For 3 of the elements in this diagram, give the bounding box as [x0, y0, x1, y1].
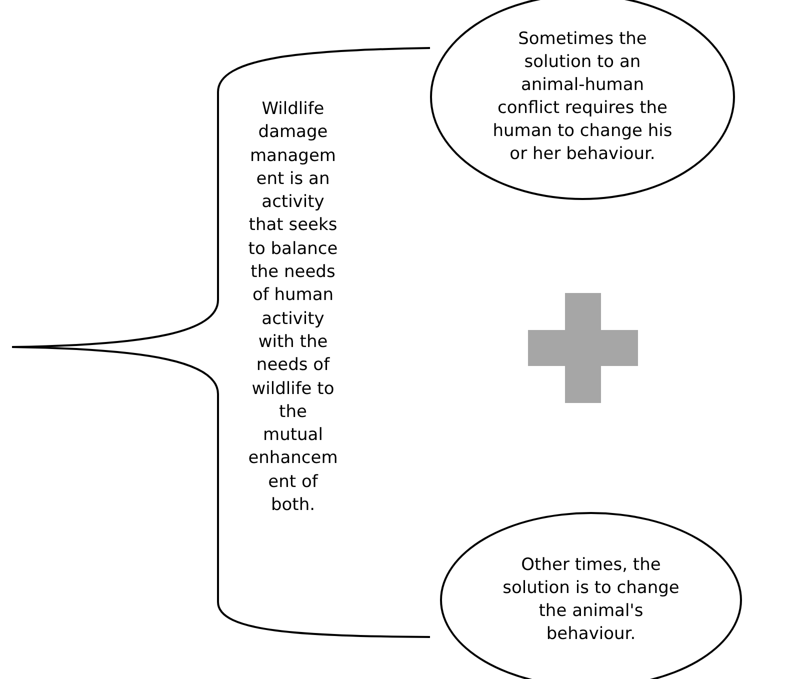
oval-text: Other times, the solution is to change the animal's behaviour.: [502, 554, 680, 646]
oval-text: Sometimes the solution to an animal-human conflict requires the human to change his or her behaviour.: [492, 28, 673, 166]
brace-text: Wildlife damage management is an activity that seeks to balance the needs of human activity with the needs of wildlife to the mutual enhancement of both.: [248, 98, 338, 518]
